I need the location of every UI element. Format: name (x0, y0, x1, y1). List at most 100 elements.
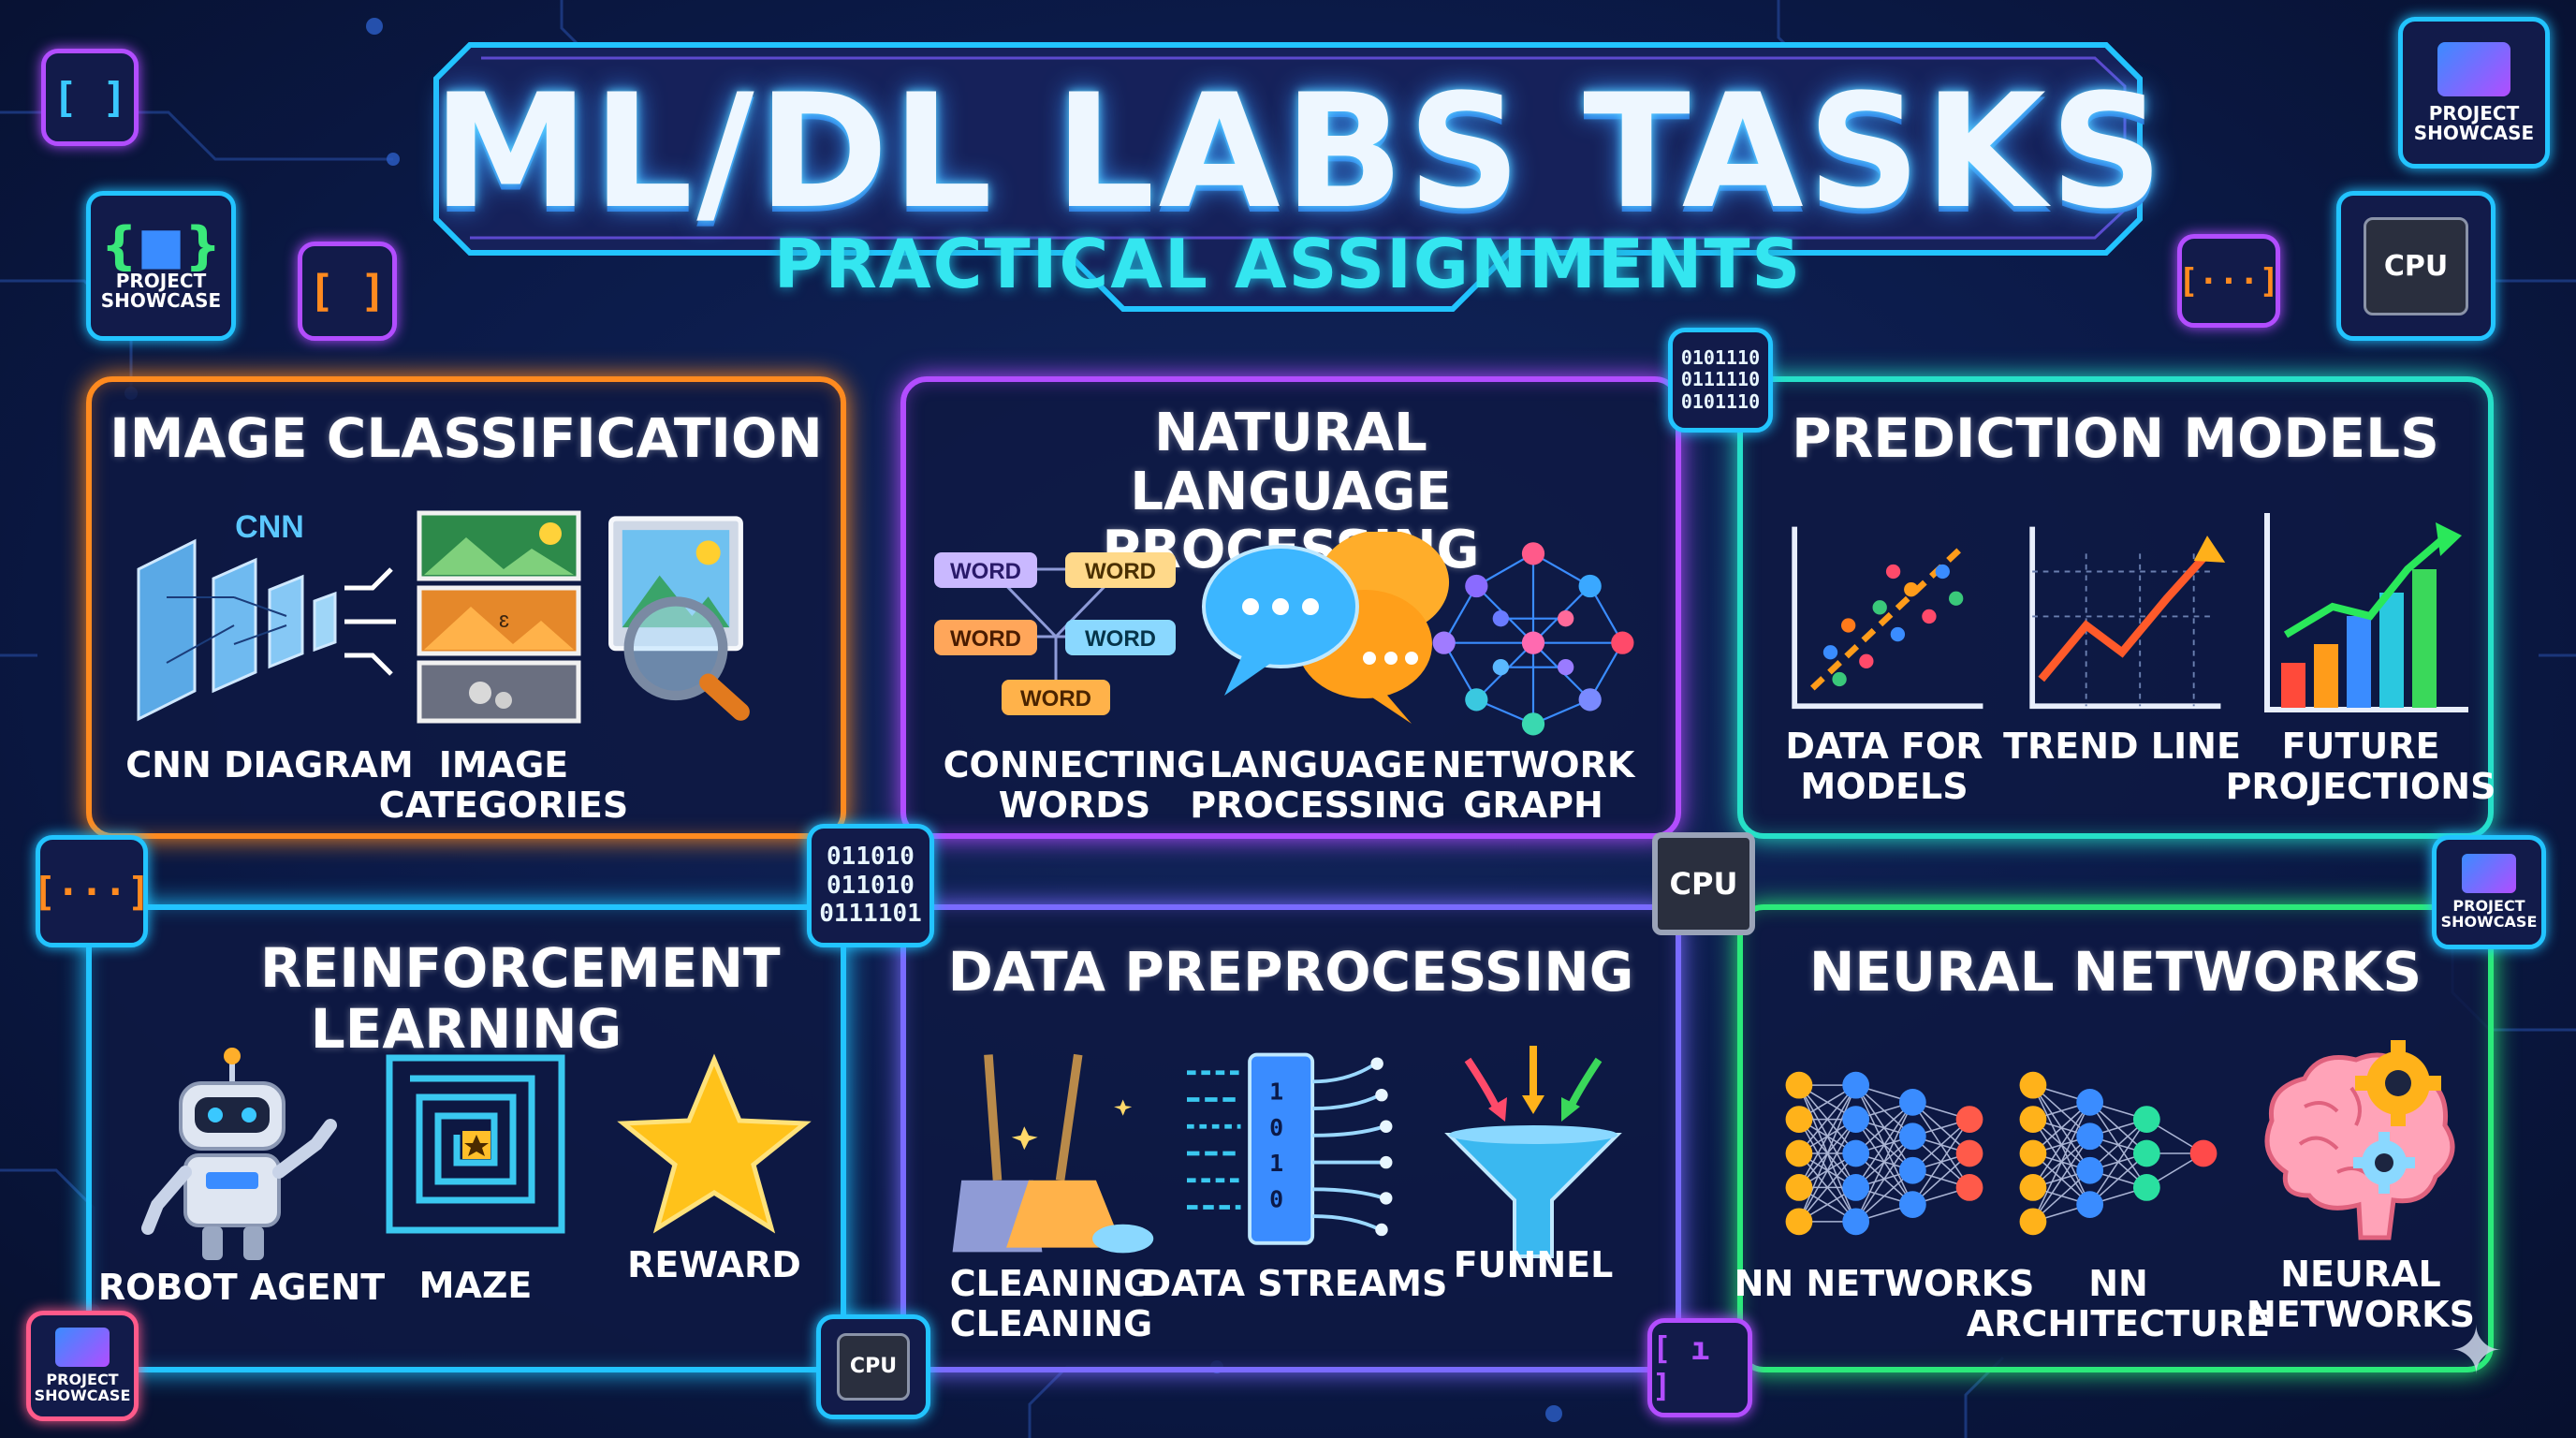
bar-growth-icon (2264, 513, 2468, 712)
svg-text:CNN: CNN (235, 509, 304, 545)
page-subtitle: PRACTICAL ASSIGNMENTS (773, 225, 1803, 303)
image-search-icon (608, 516, 750, 721)
panel-title: PREDICTION MODELS (1792, 406, 2439, 470)
svg-text:0: 0 (1269, 1186, 1283, 1213)
item-label: NN ARCHITECTURE (1966, 1263, 2271, 1344)
cpu-icon: CPU (836, 1333, 911, 1401)
cpu-badge: CPU (816, 1314, 930, 1419)
item-label: FUTURE PROJECTIONS (2225, 726, 2496, 807)
header-frame (433, 42, 2143, 312)
nn-architecture-icon (2019, 1071, 2217, 1236)
project-showcase-badge: PROJECT SHOWCASE (2432, 835, 2546, 949)
brooms-icon (952, 1053, 1154, 1254)
nn-node (2076, 1123, 2104, 1151)
bracket-badge: [ ı ] (1647, 1318, 1752, 1417)
nn-node (2019, 1071, 2047, 1099)
cpu-badge: CPU (2336, 191, 2496, 341)
data-streams-icon: 1 0 1 0 (1187, 1052, 1393, 1245)
nn-node (2076, 1156, 2104, 1184)
nn-node (1898, 1089, 1926, 1116)
bracket-badge: [···] (2177, 234, 2280, 328)
nn-node (1842, 1208, 1870, 1236)
nn-node (2019, 1174, 2047, 1201)
bracket-badge: [ ] (41, 49, 139, 146)
svg-text:WORD: WORD (1085, 626, 1156, 652)
nn-node (1785, 1071, 1813, 1099)
nn-node (2132, 1174, 2160, 1201)
nn-node (2076, 1089, 2104, 1116)
item-label: CONNECTING WORDS (943, 744, 1207, 826)
nn-networks-icon (1785, 1071, 1983, 1236)
panel-title: IMAGE CLASSIFICATION (110, 406, 823, 470)
panel-reinforcement-learning: REINFORCEMENT LEARNING ROBOT AGENT MAZE (86, 904, 846, 1372)
connecting-words-icon: WORD WORD WORD WORD WORD (934, 552, 1176, 715)
nn-node (1785, 1139, 1813, 1167)
svg-text:0: 0 (1269, 1114, 1283, 1141)
nn-node (1955, 1106, 1983, 1133)
panel-title: DATA PREPROCESSING (947, 940, 1634, 1004)
svg-text:1: 1 (1269, 1150, 1283, 1177)
item-label: DATA FOR MODELS (1785, 726, 1983, 807)
svg-text:WORD: WORD (1085, 559, 1156, 584)
project-showcase-badge: PROJECT SHOWCASE (2398, 17, 2550, 169)
code-cube-icon: {■} (101, 216, 221, 275)
header-banner: ML/DL LABS TASKS PRACTICAL ASSIGNMENTS (432, 41, 2167, 313)
item-label: TREND LINE (2003, 726, 2241, 767)
nn-node (1842, 1174, 1870, 1201)
nn-node (1955, 1139, 1983, 1167)
sparkle-icon: ✦ (2449, 1313, 2504, 1389)
item-label: NETWORK GRAPH (1431, 744, 1635, 826)
image-categories-icon: ɛ (417, 510, 581, 724)
nn-node (2019, 1208, 2047, 1236)
nn-node (2132, 1106, 2160, 1133)
network-graph-icon (1432, 542, 1634, 736)
svg-text:ɛ: ɛ (499, 608, 509, 633)
page-title: ML/DL LABS TASKS (432, 60, 2167, 243)
svg-text:WORD: WORD (950, 559, 1021, 584)
item-label: REWARD (627, 1244, 801, 1285)
panel-nlp: NATURAL LANGUAGE PROCESSING WORD WORD WO… (900, 376, 1681, 839)
panel-title: NEURAL NETWORKS (1808, 940, 2422, 1004)
item-label: MAZE (418, 1265, 533, 1306)
star-icon (617, 1053, 812, 1234)
item-label: ROBOT AGENT (97, 1267, 386, 1308)
item-label: NEURAL NETWORKS (2247, 1254, 2475, 1335)
svg-text:WORD: WORD (950, 626, 1021, 652)
nn-node (1955, 1174, 1983, 1201)
item-label: LANGUAGE PROCESSING (1190, 744, 1446, 826)
chat-bubbles-icon (1202, 532, 1450, 724)
maze-icon (386, 1054, 565, 1234)
robot-icon (141, 1048, 337, 1260)
nn-node (1842, 1139, 1870, 1167)
nn-node (1785, 1208, 1813, 1236)
item-label: DATA STREAMS (1141, 1263, 1448, 1304)
nn-node (1785, 1106, 1813, 1133)
nn-node (2019, 1106, 2047, 1133)
project-showcase-badge: PROJECT SHOWCASE (26, 1311, 139, 1421)
item-label: CNN DIAGRAM (125, 744, 414, 785)
panel-prediction-models: PREDICTION MODELS DATA FOR MODELS TREND … (1737, 376, 2496, 839)
nn-node (2019, 1139, 2047, 1167)
cpu-icon: CPU (2364, 216, 2468, 315)
svg-text:WORD: WORD (1020, 686, 1091, 712)
bracket-badge: [···] (33, 835, 151, 947)
trend-line-icon (2029, 526, 2226, 710)
showcase-cursor-icon (55, 1328, 110, 1368)
panel-title: REINFORCEMENT LEARNING (260, 936, 781, 1061)
svg-text:1: 1 (1269, 1078, 1283, 1106)
nn-node (2076, 1191, 2104, 1218)
showcase-cursor-icon (2437, 42, 2510, 96)
item-label: CLEANING CLEANING (949, 1263, 1153, 1344)
brain-gears-icon (2264, 1040, 2455, 1240)
cpu-badge: CPU (1636, 816, 1771, 951)
nn-node (1898, 1123, 1926, 1151)
panel-neural-networks: NEURAL NETWORKS NN NETWORKS NN ARCHITECT… (1734, 904, 2494, 1372)
panel-image-classification: IMAGE CLASSIFICATION CNN CNN DIAGRAM ɛ (86, 376, 846, 839)
nn-node (1842, 1106, 1870, 1133)
item-label: IMAGE CATEGORIES (378, 744, 629, 826)
nn-node (1785, 1174, 1813, 1201)
nn-node (2189, 1139, 2217, 1167)
